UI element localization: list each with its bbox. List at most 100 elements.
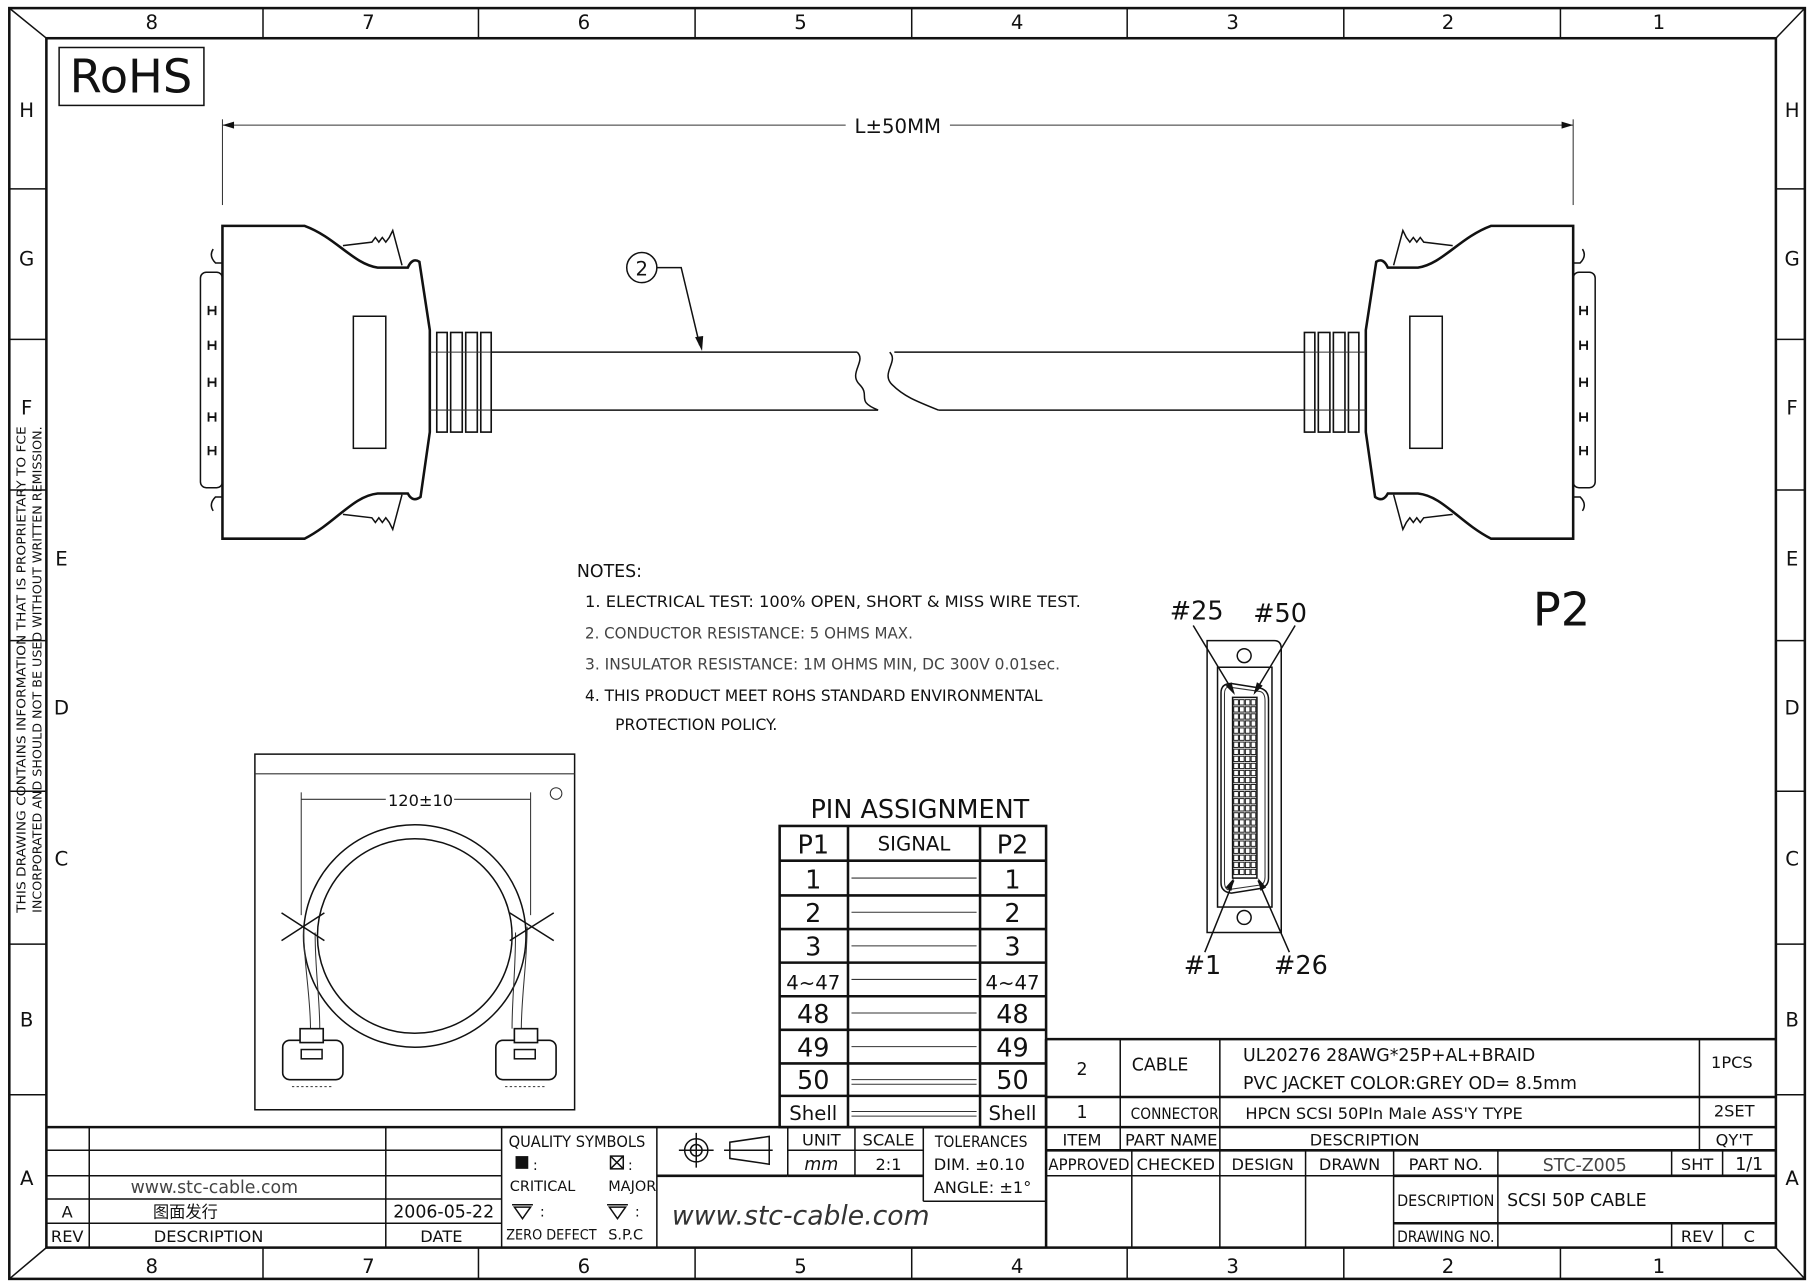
pin-contact: [1250, 699, 1257, 706]
approved-label: APPROVED: [1048, 1155, 1129, 1174]
column-label-bottom: 8: [146, 1255, 159, 1278]
pin-contact: [1244, 776, 1251, 784]
pin-contact: [1239, 833, 1245, 840]
pin-contact: [1244, 805, 1251, 812]
pin-contact: [1239, 741, 1245, 748]
pin-contact: [1250, 762, 1257, 770]
connector-p1-side-view: [199, 224, 493, 540]
row-label-left: G: [19, 247, 34, 270]
pin-contact: [1233, 755, 1239, 763]
p2-label: P2: [1533, 583, 1590, 637]
callout-number: 2: [636, 258, 649, 281]
pin-contact: [1233, 699, 1239, 706]
pin-contact: [1233, 734, 1239, 741]
critical-colon: :: [533, 1158, 538, 1174]
unit-label: UNIT: [802, 1131, 841, 1150]
pin-contact: [1239, 720, 1245, 727]
pin-contact: [1239, 826, 1245, 833]
pin-contact: [1233, 798, 1239, 805]
pin-contact: [1233, 741, 1239, 748]
pin-contact: [1233, 713, 1239, 720]
sheet-label: SHT: [1681, 1155, 1713, 1174]
revision-description: 图面发行: [153, 1202, 218, 1221]
pin-contact: [1244, 826, 1251, 833]
screw-marks: [207, 305, 217, 456]
pin-contact: [1233, 784, 1239, 791]
connector-face-view: #25 #50 #1 #26: [1170, 597, 1328, 981]
notes-title: NOTES:: [577, 562, 642, 582]
spc-label: S.P.C: [608, 1228, 643, 1244]
third-angle-projection-icon: [678, 1132, 773, 1168]
revision-website: www.stc-cable.com: [131, 1178, 298, 1198]
rev-header: REV: [51, 1227, 84, 1246]
note-4-cont: PROTECTION POLICY.: [615, 715, 777, 734]
row-label-left: A: [20, 1167, 34, 1190]
pin-contact: [1244, 791, 1251, 798]
tolerances-label: TOLERANCES: [934, 1132, 1028, 1151]
pin-contact: [1233, 706, 1239, 713]
pin-contact: [1244, 706, 1251, 713]
pin-contact: [1244, 847, 1251, 854]
description-label: DESCRIPTION: [1397, 1191, 1494, 1210]
note-3: 3. INSULATOR RESISTANCE: 1M OHMS MIN, DC…: [585, 655, 1060, 674]
header-p2: P2: [997, 831, 1029, 861]
spc-symbol-icon: [607, 1203, 628, 1220]
row-label-right: D: [1785, 697, 1800, 720]
pin-contact: [1250, 840, 1257, 847]
pin-contact: [1239, 854, 1245, 861]
note-1: 1. ELECTRICAL TEST: 100% OPEN, SHORT & M…: [585, 592, 1081, 611]
cable: [491, 351, 1305, 411]
pin-contact: [1233, 847, 1239, 854]
column-label-bottom: 5: [794, 1255, 807, 1278]
pin-p2: 4~47: [985, 971, 1039, 994]
bom-item-1-part: CONNECTOR: [1131, 1104, 1219, 1123]
bom-item-2-no: 2: [1076, 1060, 1087, 1080]
pin-contact: [1239, 776, 1245, 784]
pin-contact: [1233, 819, 1239, 826]
column-label-bottom: 6: [578, 1255, 591, 1278]
pin-contact: [1250, 769, 1257, 777]
row-label-right: C: [1785, 847, 1799, 870]
scale-value: 2:1: [876, 1155, 902, 1174]
pin-p1: 1: [805, 866, 821, 896]
pin-contact: [1244, 833, 1251, 840]
pin-contact: [1244, 861, 1251, 869]
pin-p2: 48: [996, 1000, 1028, 1030]
item-callout-2: 2: [625, 251, 704, 351]
row-label-right: B: [1785, 1008, 1799, 1031]
units-scale-tolerances: UNIT mm SCALE 2:1 TOLERANCES DIM. ±0.10 …: [656, 1127, 1047, 1248]
column-label-bottom: 3: [1226, 1255, 1239, 1278]
pin-contact: [1244, 819, 1251, 826]
row-label-left: H: [19, 99, 34, 122]
drawing-frame: [8, 6, 1807, 1281]
pin-contact: [1244, 812, 1251, 819]
revision-table: www.stc-cable.com A 图面发行 2006-05-22 REV …: [46, 1125, 1047, 1248]
pin-contact: [1244, 748, 1251, 755]
note-2: 2. CONDUCTOR RESISTANCE: 5 OHMS MAX.: [585, 623, 913, 642]
pin-1-label: #1: [1184, 951, 1222, 981]
pin-contact: [1239, 769, 1245, 777]
rev-label: REV: [1681, 1227, 1714, 1246]
row-label-left: E: [55, 547, 67, 570]
pin-contact: [1239, 713, 1245, 720]
pin-contact: [1233, 833, 1239, 840]
rev-value: C: [1744, 1227, 1755, 1246]
coil-dimension-text: 120±10: [388, 791, 453, 810]
pin-p1: 50: [797, 1066, 829, 1096]
company-website: www.stc-cable.com: [672, 1200, 930, 1231]
pin-contact: [1244, 699, 1251, 706]
pin-grid: [1233, 699, 1257, 876]
bom-header-qty: QY'T: [1716, 1131, 1753, 1150]
revision-date: 2006-05-22: [393, 1202, 494, 1222]
bom-item-2-part: CABLE: [1132, 1055, 1189, 1075]
rohs-text: RoHS: [70, 50, 193, 104]
pin-contact: [1239, 868, 1245, 876]
row-label-right: A: [1785, 1167, 1799, 1190]
column-label-bottom: 2: [1442, 1255, 1455, 1278]
bom-item-2-desc-2: PVC JACKET COLOR:GREY OD= 8.5mm: [1243, 1074, 1577, 1094]
critical-symbol-icon: [515, 1156, 529, 1169]
pin-contact: [1250, 833, 1257, 840]
